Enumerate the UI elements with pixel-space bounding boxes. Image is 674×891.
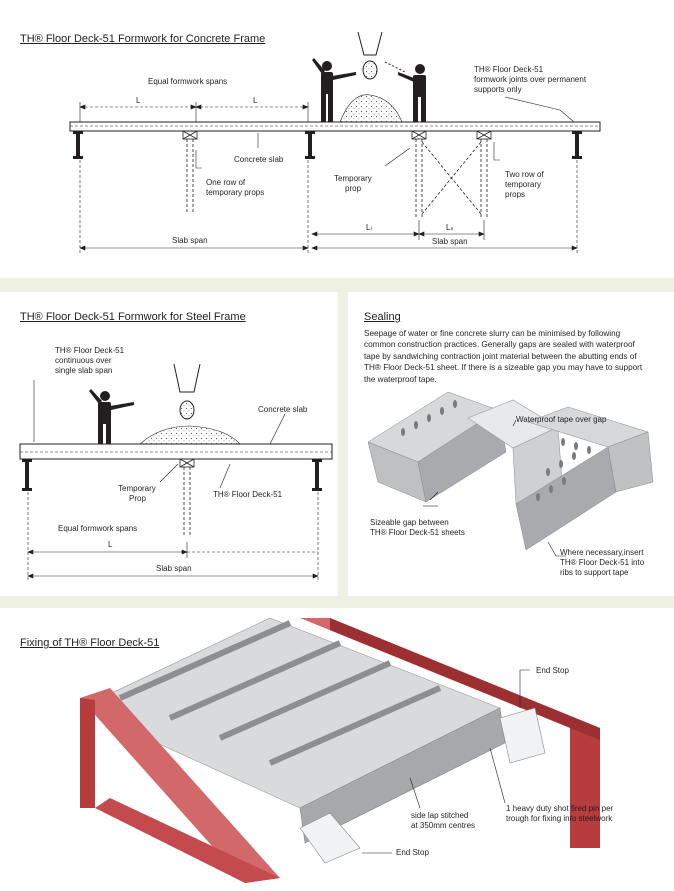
steel-slab-span-label: Slab span: [156, 564, 192, 573]
pin-note-line1: 1 heavy duty shot fired pin per: [506, 804, 614, 813]
insert-label-line3: ribs to support tape: [560, 568, 629, 577]
equal-spans-label: Equal formwork spans: [148, 77, 228, 86]
concrete-pile: [139, 425, 241, 445]
continuous-note-line2: continuous over: [55, 356, 112, 365]
tape-label: Waterproof tape over gap: [516, 415, 607, 424]
deck-sheet-right: [515, 406, 654, 551]
sealing-body: Seepage of water or fine concrete slurry…: [364, 329, 643, 384]
insert-label-line2: TH® Floor Deck-51 into: [560, 558, 645, 567]
steel-l-label: L: [108, 540, 113, 549]
concrete-frame-panel: TH® Floor Deck-51 Formwork for Concrete …: [0, 0, 674, 278]
pin-note-line2: trough for fixing into steelwork: [506, 814, 613, 823]
worker-right-icon: [398, 64, 426, 122]
worker-left-icon: [312, 58, 356, 122]
span-l-left-label: L: [136, 96, 141, 105]
end-stop-top: [499, 707, 546, 764]
side-lap-line2: at 350mm centres: [411, 821, 476, 830]
steel-dimensions: [27, 492, 319, 582]
sealing-title: Sealing: [364, 311, 401, 323]
concrete-pile: [339, 94, 403, 123]
temporary-prop-right: [421, 130, 492, 218]
fixing-leaders: [362, 669, 530, 854]
steel-beam-front: [80, 688, 280, 883]
one-row-line1: One row of: [206, 178, 246, 187]
span-l-right-label: L: [253, 96, 258, 105]
i-beam-left: [22, 459, 32, 491]
i-beam-right: [312, 459, 322, 491]
fixing-illustration: [79, 617, 600, 883]
concrete-slab: [69, 121, 601, 132]
continuous-note-line1: TH® Floor Deck-51: [55, 346, 125, 355]
slab-span-right-label: Slab span: [432, 237, 468, 246]
two-row-line3: props: [505, 190, 526, 199]
steel-deck-label: TH® Floor Deck-51: [213, 490, 283, 499]
sealing-illustration: [367, 391, 654, 557]
concrete-slab-label: Concrete slab: [234, 155, 284, 164]
steel-slab: [19, 443, 333, 460]
worker-icon: [89, 389, 134, 444]
temporary-prop-line1: Temporary: [334, 174, 372, 183]
deck-sheet-left: [367, 391, 507, 503]
gap-label-line1: Sizeable gap between: [370, 518, 449, 527]
deck-holes: [401, 400, 591, 501]
deck-body: [79, 617, 506, 844]
steel-temporary-prop-line1: Temporary: [118, 484, 156, 493]
fixing-panel: Fixing of TH® Floor Deck-51: [0, 608, 674, 891]
steel-frame-diagram: [19, 363, 333, 582]
temporary-prop-line2: prop: [345, 184, 362, 193]
side-lap-line1: side lap stitched: [411, 811, 469, 820]
steel-concrete-slab-label: Concrete slab: [258, 405, 308, 414]
leader-lines: [33, 380, 286, 489]
sealing-panel: Sealing Seepage of water or fine concret…: [348, 292, 674, 596]
insert-label-line1: Where necessary,insert: [560, 548, 644, 557]
fixing-title: Fixing of TH® Floor Deck-51: [20, 637, 160, 649]
i-beam-right: [572, 131, 582, 159]
two-row-line1: Two row of: [505, 170, 544, 179]
joints-note-line1: TH® Floor Deck-51: [474, 65, 544, 74]
concrete-frame-diagram: [69, 31, 601, 254]
steel-frame-panel: TH® Floor Deck-51 Formwork for Steel Fra…: [0, 292, 338, 596]
sealing-leaders: [423, 419, 566, 557]
temporary-prop: [179, 458, 195, 537]
slab-span-left-label: Slab span: [172, 236, 208, 245]
equal-spans-dimension: [79, 102, 309, 122]
concrete-bucket: [357, 31, 406, 80]
temporary-prop-left: [182, 130, 198, 212]
steel-frame-title: TH® Floor Deck-51 Formwork for Steel Fra…: [20, 311, 246, 323]
concrete-bucket: [173, 363, 201, 420]
joints-note-line3: supports only: [474, 85, 522, 94]
slab-span-right-dimension: [311, 160, 578, 254]
steel-temporary-prop-line2: Prop: [129, 494, 146, 503]
temporary-prop-middle: [411, 130, 427, 218]
steel-equal-spans-label: Equal formwork spans: [58, 524, 138, 533]
continuous-note-line3: single slab span: [55, 366, 113, 375]
end-stop-bottom: [299, 812, 361, 864]
concrete-frame-title: TH® Floor Deck-51 Formwork for Concrete …: [20, 33, 266, 45]
l-s-label: Lₛ: [446, 223, 454, 232]
two-row-line2: temporary: [505, 180, 542, 189]
i-beam-center: [305, 131, 315, 159]
gap-label-line2: TH® Floor Deck-51 sheets: [370, 528, 465, 537]
i-beam-left: [73, 131, 83, 159]
joints-note-line2: formwork joints over permanent: [474, 75, 587, 84]
leader-lines: [195, 96, 575, 169]
end-stop-bottom-label: End Stop: [396, 848, 429, 857]
one-row-line2: temporary props: [206, 188, 265, 197]
end-stop-top-label: End Stop: [536, 666, 569, 675]
slab-span-left-dimension: [79, 160, 309, 254]
l-l-label: Lₗ: [366, 223, 372, 232]
